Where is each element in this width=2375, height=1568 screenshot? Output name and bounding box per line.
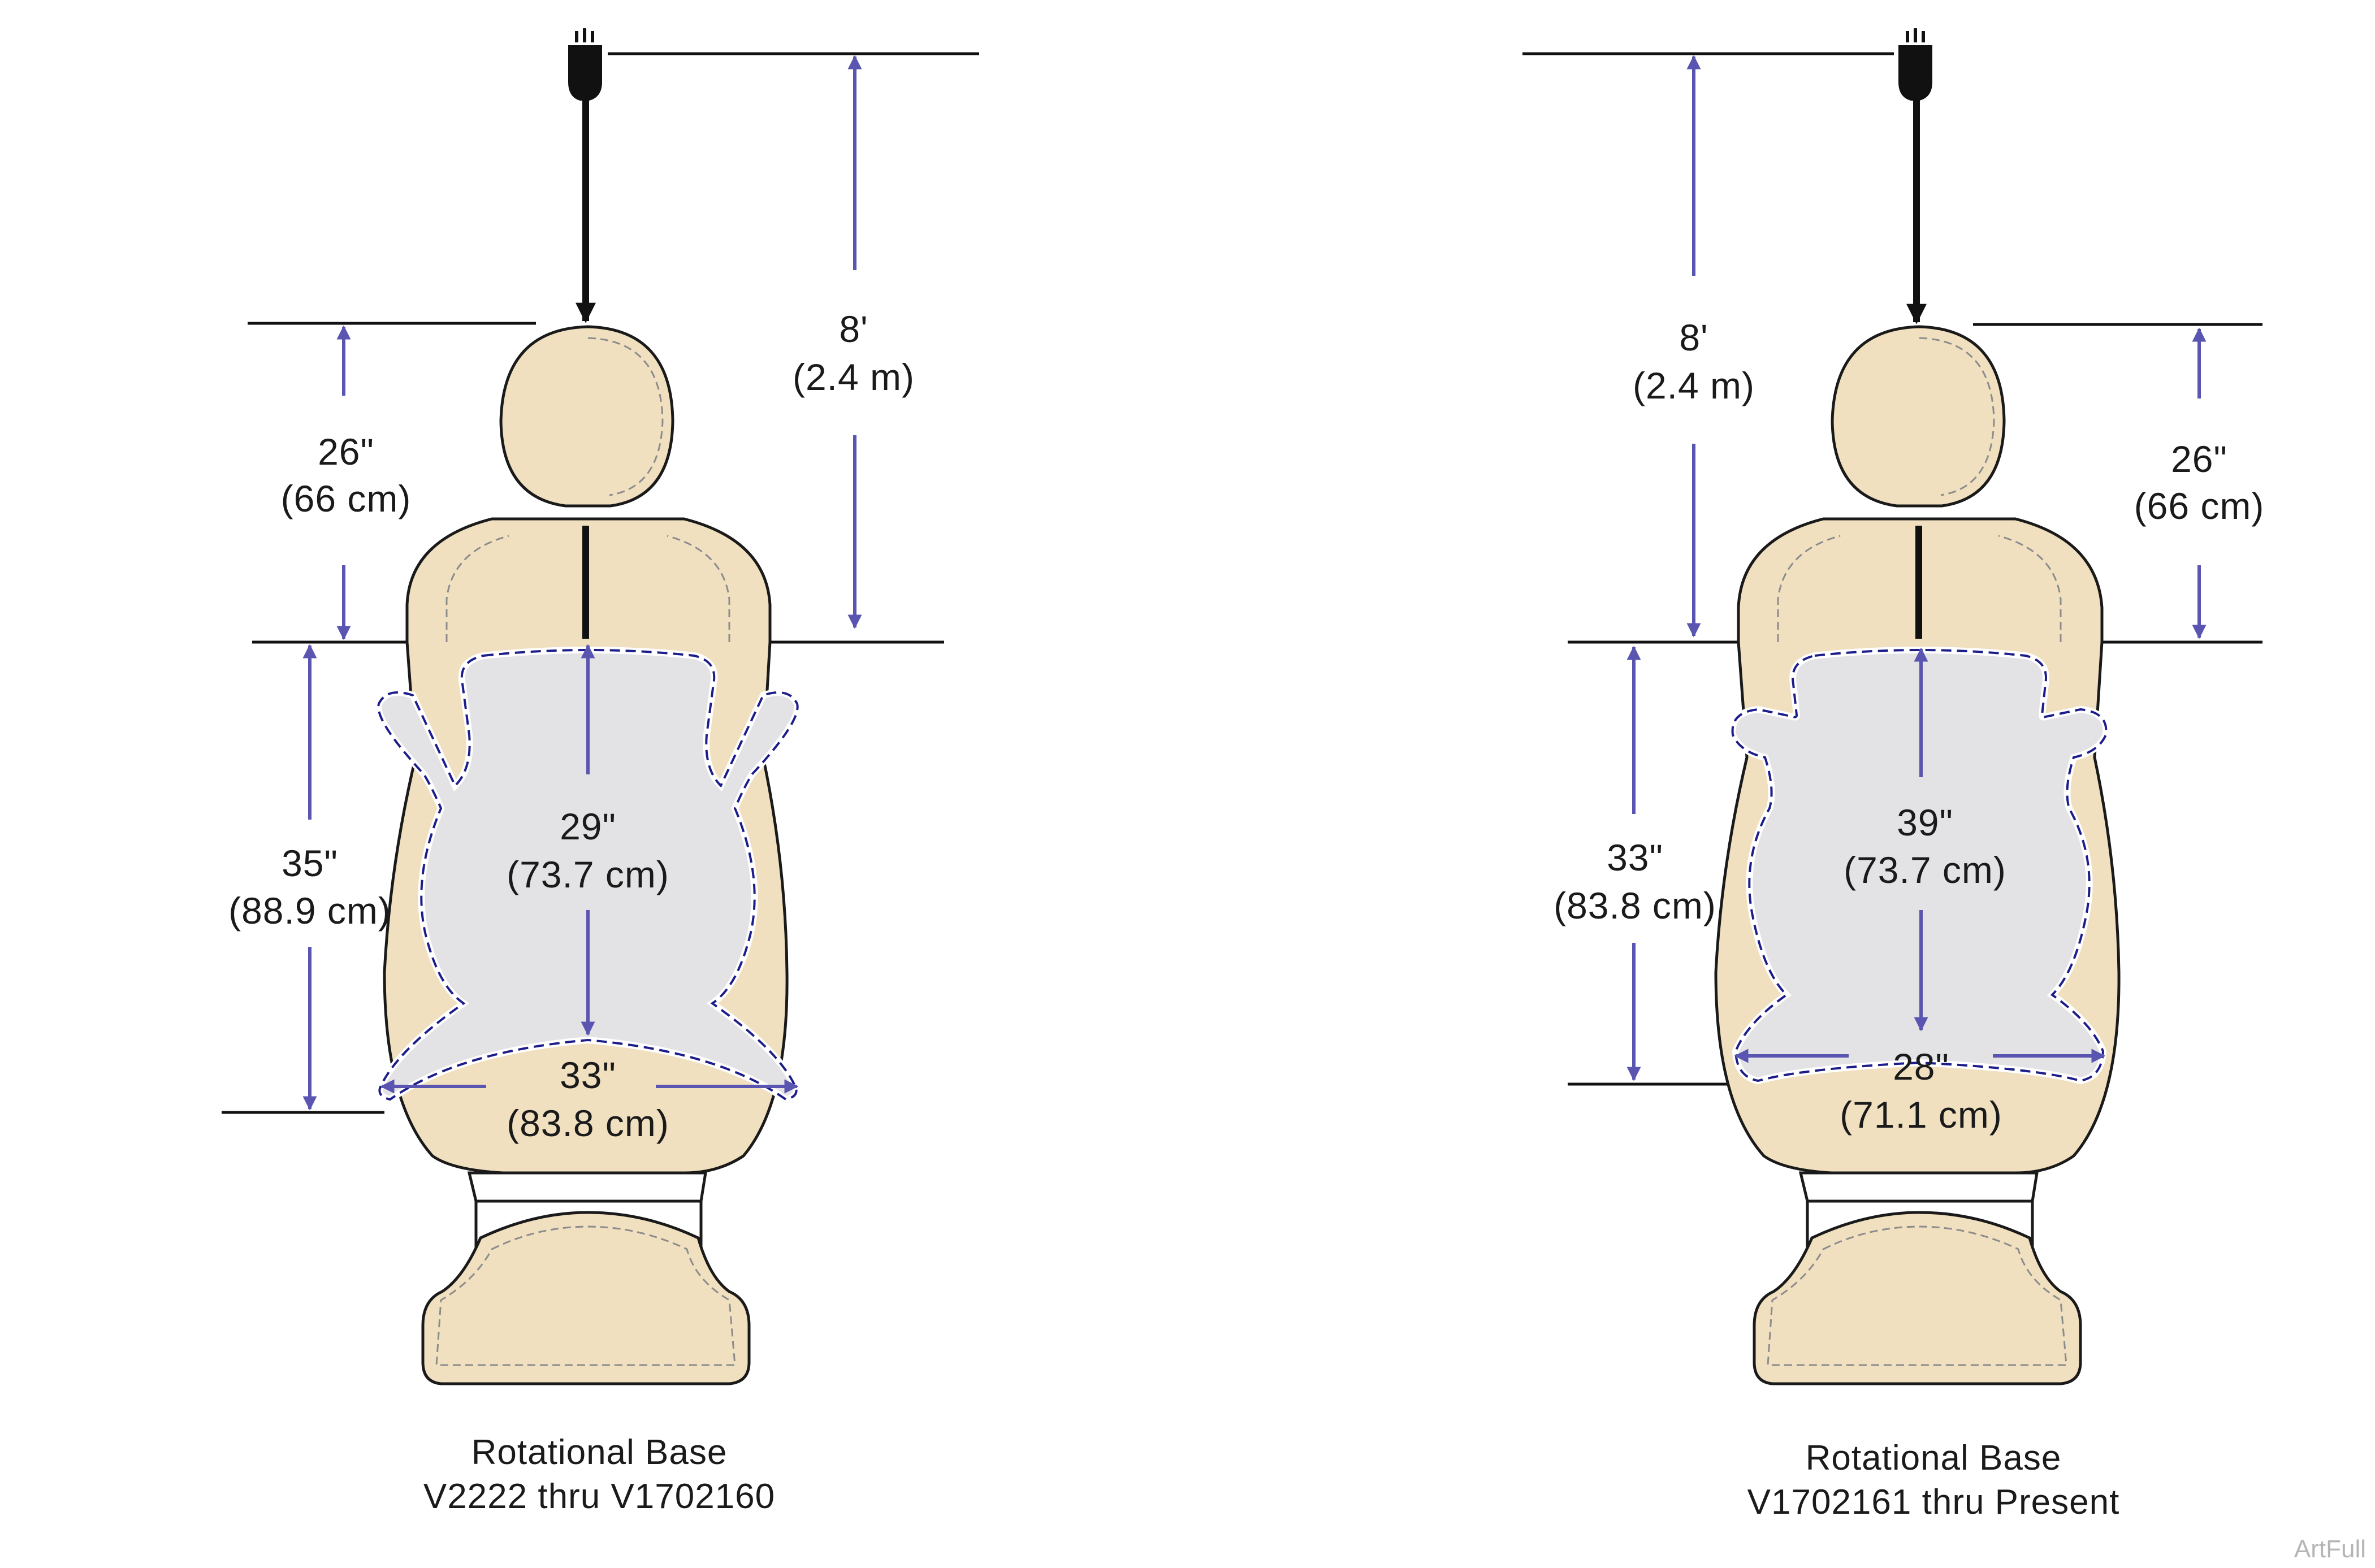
overhead-height-metric: (2.4 m) bbox=[1633, 365, 1755, 406]
headrest-height-imperial: 26" bbox=[318, 431, 374, 473]
zone-width-imperial: 33" bbox=[560, 1054, 616, 1096]
base-neck bbox=[1798, 1171, 2039, 1203]
left-chair-diagram: 8' (2.4 m) 26" (66 cm) 35" (88.9 cm) 29"… bbox=[222, 28, 979, 1516]
clearance-zone bbox=[375, 647, 801, 1103]
overhead-height-imperial: 8' bbox=[1679, 317, 1708, 358]
zone-inner-imperial: 39" bbox=[1897, 802, 1953, 843]
right-caption-line1: Rotational Base bbox=[1806, 1439, 2062, 1478]
right-caption-line2: V1702161 thru Present bbox=[1747, 1483, 2120, 1522]
zone-width-imperial: 28" bbox=[1893, 1046, 1949, 1088]
power-plug-icon bbox=[1898, 28, 1932, 101]
headrest bbox=[1831, 325, 2006, 508]
zone-inner-imperial: 29" bbox=[560, 805, 616, 847]
headrest-height-metric: (66 cm) bbox=[2134, 485, 2265, 527]
rotational-base bbox=[1753, 1211, 2082, 1385]
headrest bbox=[499, 325, 674, 508]
left-caption-line2: V2222 thru V1702160 bbox=[423, 1477, 775, 1516]
overhead-height-metric: (2.4 m) bbox=[793, 356, 915, 398]
zone-width-metric: (71.1 cm) bbox=[1840, 1094, 2002, 1136]
zone-width-metric: (83.8 cm) bbox=[507, 1102, 669, 1144]
right-chair-diagram: 8' (2.4 m) 26" (66 cm) 33" (83.8 cm) 39"… bbox=[1522, 28, 2264, 1522]
zone-inner-metric: (73.7 cm) bbox=[1844, 849, 2006, 891]
dimension-arrows bbox=[302, 55, 862, 1111]
clearance-zone bbox=[1729, 647, 2110, 1085]
headrest-height-imperial: 26" bbox=[2171, 438, 2227, 480]
zone-inner-metric: (73.7 cm) bbox=[507, 854, 669, 895]
left-caption-line1: Rotational Base bbox=[471, 1433, 728, 1472]
zone-outer-imperial: 33" bbox=[1607, 837, 1663, 878]
power-plug-icon bbox=[568, 28, 602, 101]
rotational-base bbox=[421, 1211, 751, 1385]
zone-outer-metric: (88.9 cm) bbox=[228, 890, 391, 932]
overhead-height-imperial: 8' bbox=[839, 308, 868, 350]
headrest-height-metric: (66 cm) bbox=[281, 478, 412, 519]
watermark: ArtFull bbox=[2294, 1535, 2366, 1563]
base-neck bbox=[467, 1171, 707, 1203]
zone-outer-imperial: 35" bbox=[282, 842, 338, 884]
dimension-arrows bbox=[1626, 55, 2207, 1081]
zone-outer-metric: (83.8 cm) bbox=[1554, 885, 1716, 926]
